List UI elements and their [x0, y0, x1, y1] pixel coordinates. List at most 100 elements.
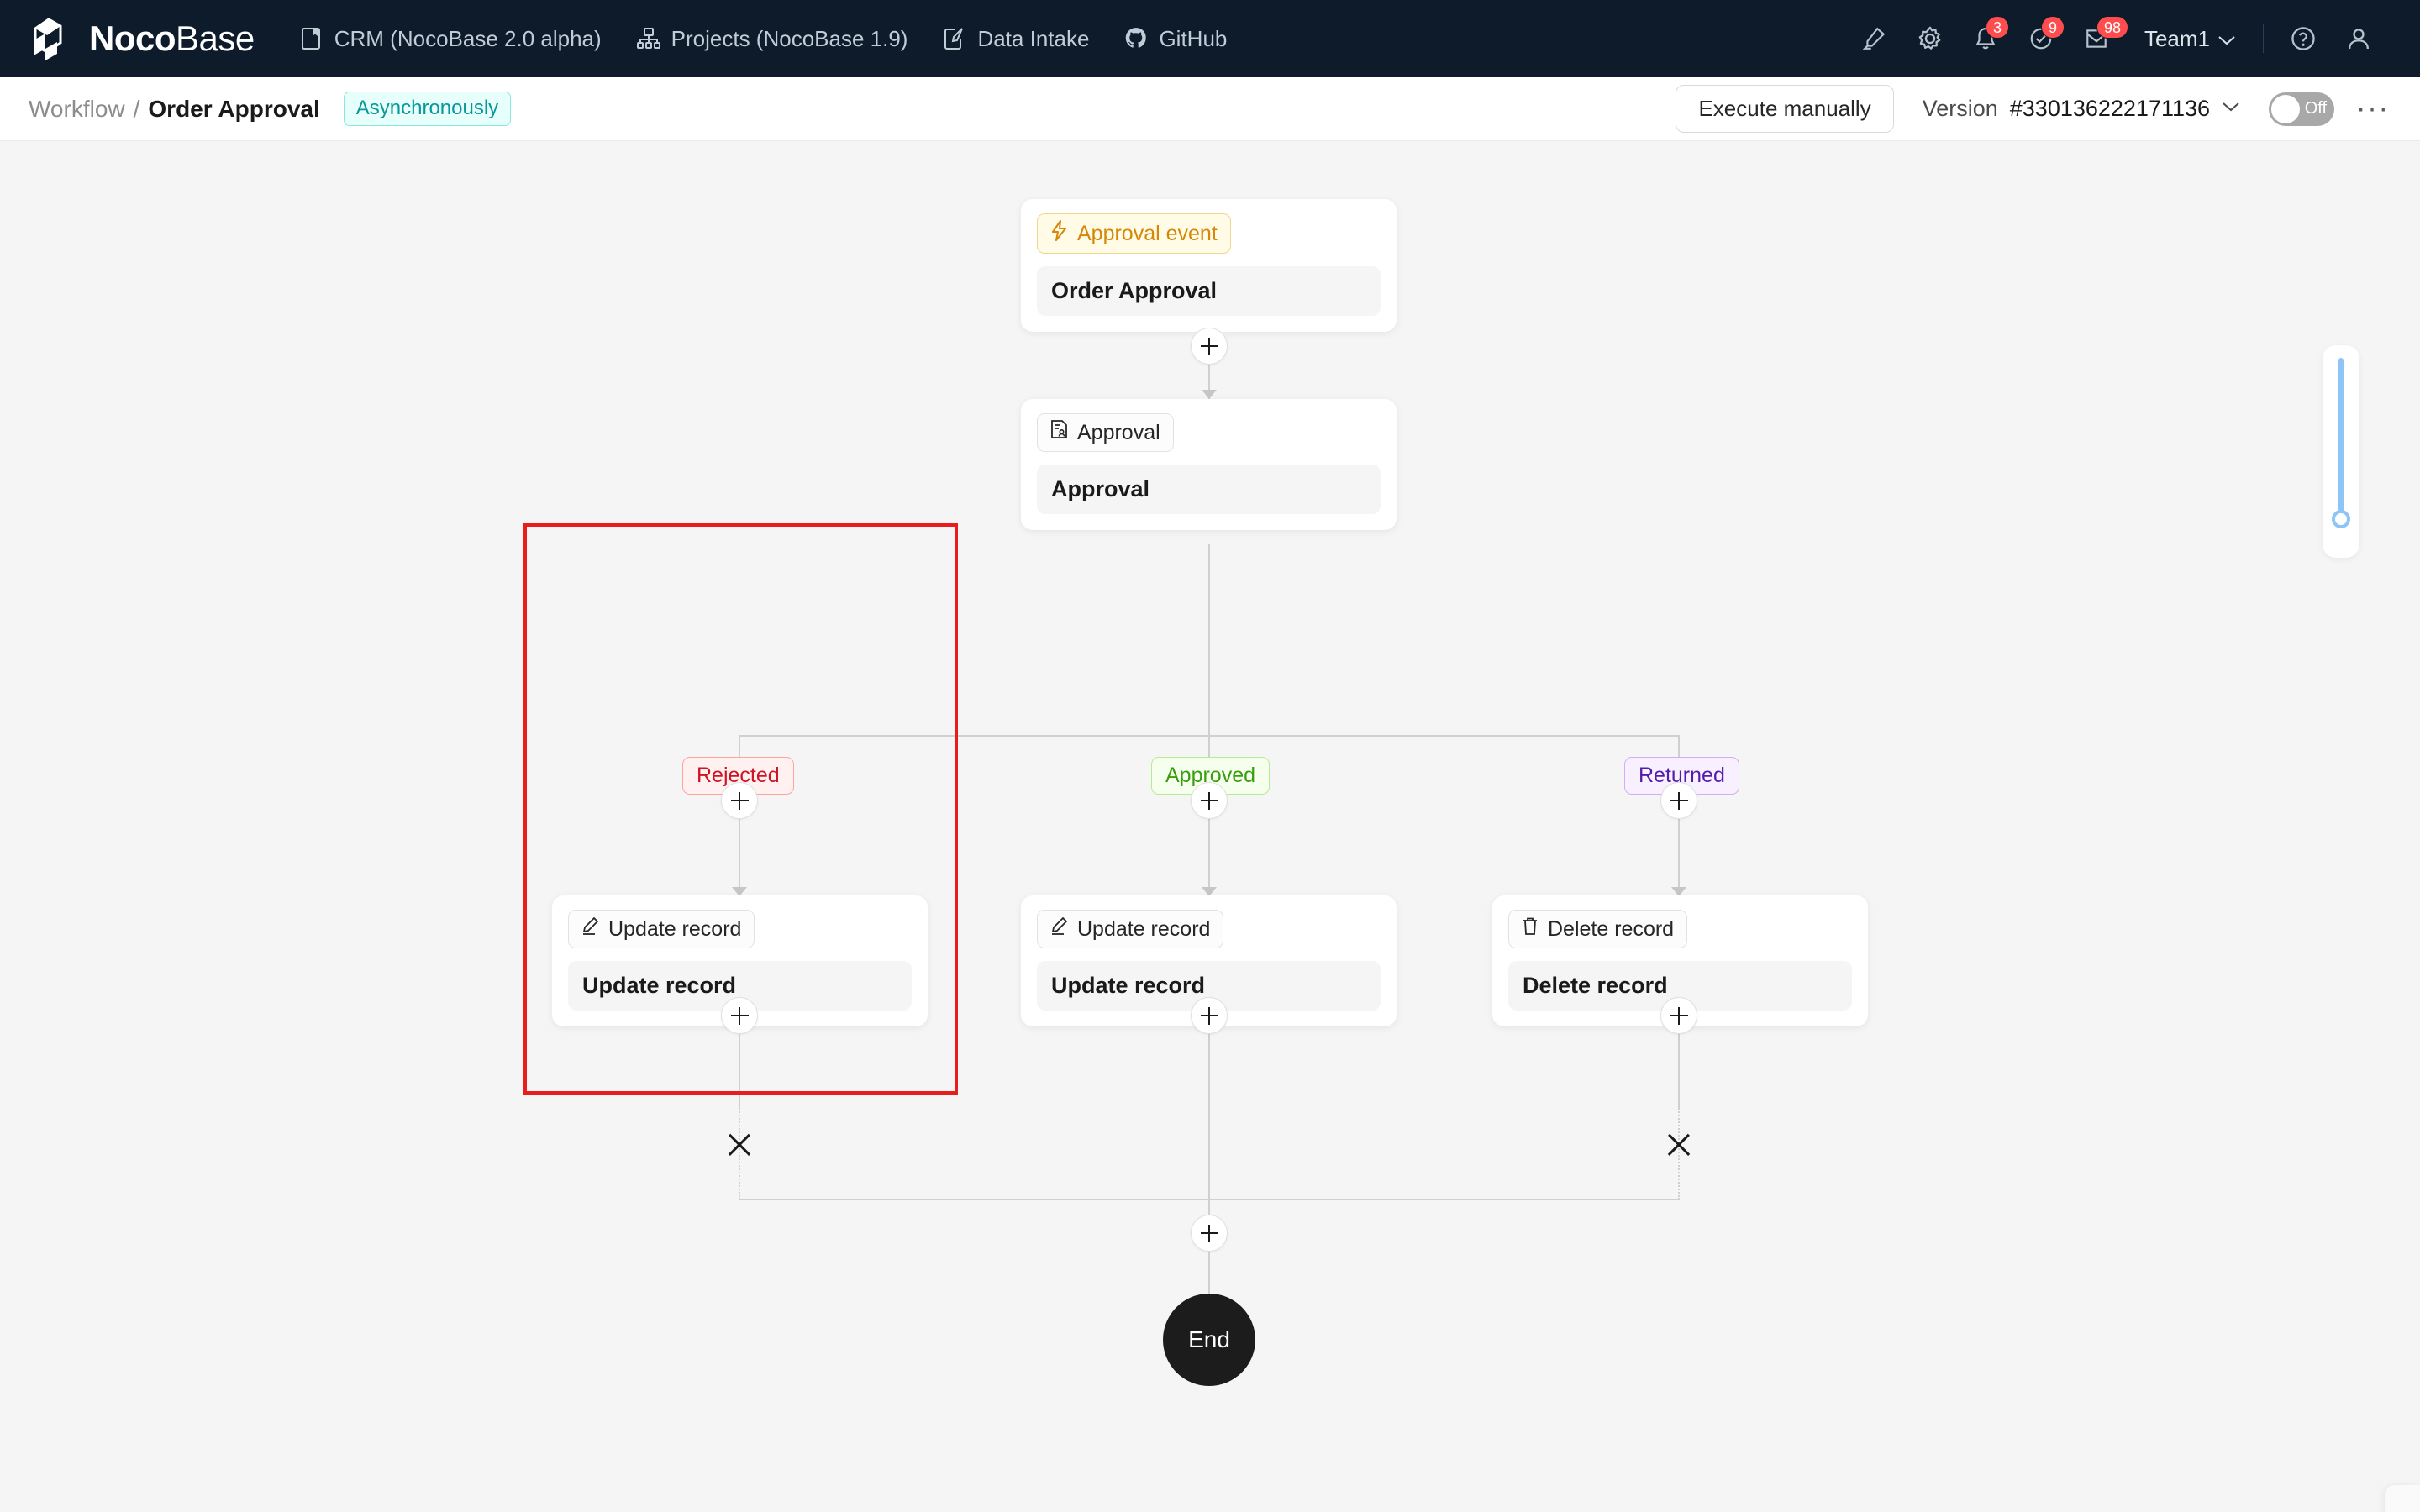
node-type-badge-trigger[interactable]: Approval event [1037, 213, 1231, 254]
pencil-icon [1050, 916, 1068, 942]
node-title-trigger[interactable]: Order Approval [1037, 266, 1381, 316]
zoom-slider-track [2338, 358, 2344, 512]
node-end[interactable]: End [1163, 1294, 1255, 1386]
connector-split-to-returned [1678, 735, 1680, 759]
nav-item-github-label: GitHub [1159, 25, 1228, 51]
zoom-slider-handle[interactable] [2332, 510, 2350, 528]
node-title-approval[interactable]: Approval [1037, 465, 1381, 514]
github-icon [1124, 27, 1148, 50]
remove-branch-button-returned[interactable] [1662, 1128, 1696, 1162]
node-type-badge-update-record-approved[interactable]: Update record [1037, 910, 1224, 948]
chevron-down-icon [2217, 26, 2236, 52]
brand-logo-area[interactable]: NocoBase [0, 17, 255, 60]
clock-check-icon[interactable]: 9 [2013, 11, 2069, 66]
add-node-button-approved-bottom[interactable] [1191, 997, 1228, 1034]
workflow-canvas[interactable]: Approval event Order Approval Approval A… [0, 141, 2420, 1512]
add-node-button-approved-top[interactable] [1191, 782, 1228, 819]
approval-doc-icon [1050, 420, 1068, 445]
connector-split-to-approved [1208, 735, 1210, 759]
status-badge-asynchronously: Asynchronously [343, 92, 512, 126]
branch-label-rejected[interactable]: Rejected [682, 757, 794, 795]
node-title-update-record-approved[interactable]: Update record [1037, 961, 1381, 1011]
brand-title: NocoBase [89, 18, 255, 59]
brand-name-light: Base [176, 18, 255, 58]
arrow-head-returned-node [1671, 887, 1686, 896]
breadcrumb-parent-link[interactable]: Workflow [29, 95, 125, 122]
page-title: Order Approval [148, 95, 320, 122]
add-node-button-rejected-bottom[interactable] [721, 997, 758, 1034]
nav-item-data-intake[interactable]: Data Intake [943, 26, 1089, 52]
connector-approved-label-to-plus [1208, 802, 1210, 913]
nav-item-projects-label: Projects (NocoBase 1.9) [671, 25, 908, 51]
trash-icon [1522, 916, 1539, 942]
sitemap-icon [636, 27, 660, 50]
connector-returned-node-to-plus [1678, 1010, 1680, 1110]
node-type-badge-update-record-rejected[interactable]: Update record [568, 910, 755, 948]
zoom-slider[interactable] [2323, 345, 2360, 558]
connector-approval-down [1208, 544, 1210, 736]
version-selector[interactable]: Version #330136222171136 [1923, 96, 2240, 122]
remove-branch-button-rejected[interactable] [723, 1128, 756, 1162]
nav-right-actions: 3 9 98 Team1 [1847, 11, 2420, 66]
version-label: Version [1922, 96, 1998, 121]
version-value: #330136222171136 [2009, 96, 2211, 121]
clock-badge: 9 [2040, 16, 2065, 39]
collapse-panel-button[interactable] [2385, 1485, 2420, 1512]
nav-item-github[interactable]: GitHub [1124, 26, 1227, 52]
node-type-label: Approval event [1077, 221, 1218, 245]
inbox-badge: 98 [2096, 16, 2128, 39]
team-selector-label: Team1 [2144, 25, 2210, 51]
arrow-head-rejected-node [732, 887, 747, 896]
toggle-knob [2271, 94, 2301, 123]
chevron-down-icon [2222, 101, 2240, 117]
node-update-record-rejected[interactable]: Update record Update record [552, 895, 928, 1026]
connector-approved-node-to-merge [1208, 1010, 1210, 1200]
add-node-button-returned-bottom[interactable] [1660, 997, 1697, 1034]
nav-item-projects[interactable]: Projects (NocoBase 1.9) [636, 25, 908, 52]
connector-rejected-node-to-plus [739, 1010, 740, 1110]
node-approval[interactable]: Approval Approval [1021, 399, 1397, 530]
node-type-label: Update record [608, 916, 742, 941]
workflow-enabled-toggle[interactable]: Off [2269, 92, 2335, 126]
question-circle-icon[interactable] [2275, 11, 2331, 66]
arrow-head-approved-node [1202, 887, 1217, 896]
bell-badge: 3 [1985, 16, 2009, 39]
node-type-badge-delete-record[interactable]: Delete record [1508, 910, 1688, 948]
nav-item-crm-label: CRM (NocoBase 2.0 alpha) [334, 25, 602, 51]
form-edit-icon [943, 27, 966, 50]
bell-icon[interactable]: 3 [1958, 11, 2013, 66]
nav-items: CRM (NocoBase 2.0 alpha) Projects (NocoB… [300, 25, 1227, 52]
highlighter-icon[interactable] [1847, 11, 1902, 66]
inbox-icon[interactable]: 98 [2069, 11, 2128, 66]
breadcrumb: Workflow / Order Approval [0, 96, 320, 123]
book-icon [300, 27, 324, 50]
nav-item-crm[interactable]: CRM (NocoBase 2.0 alpha) [300, 26, 602, 52]
nav-divider [2263, 24, 2264, 53]
node-type-badge-approval[interactable]: Approval [1037, 413, 1174, 452]
connector-returned-label-to-plus [1678, 802, 1680, 913]
gear-icon[interactable] [1902, 11, 1958, 66]
more-options-button[interactable]: ··· [2356, 92, 2390, 124]
pencil-icon [581, 916, 599, 942]
nocobase-logo-icon [32, 17, 77, 60]
connector-rejected-label-to-plus [739, 802, 740, 913]
add-node-button-rejected-top[interactable] [721, 782, 758, 819]
workflow-sub-header: Workflow / Order Approval Asynchronously… [0, 77, 2420, 141]
add-node-button-returned-top[interactable] [1660, 782, 1697, 819]
execute-manually-button[interactable]: Execute manually [1676, 85, 1894, 133]
add-node-button-before-end[interactable] [1191, 1215, 1228, 1252]
user-avatar-icon[interactable] [2331, 11, 2386, 66]
team-selector[interactable]: Team1 [2124, 26, 2251, 52]
node-trigger-approval-event[interactable]: Approval event Order Approval [1021, 199, 1397, 332]
brand-name-bold: Noco [89, 18, 176, 58]
node-type-label: Update record [1077, 916, 1211, 941]
toggle-state-label: Off [2304, 99, 2328, 118]
node-type-label: Delete record [1548, 916, 1675, 941]
nav-item-data-intake-label: Data Intake [977, 25, 1090, 51]
top-navigation-bar: NocoBase CRM (NocoBase 2.0 alpha) [0, 0, 2420, 77]
node-type-label: Approval [1077, 420, 1160, 444]
add-node-button-after-trigger[interactable] [1191, 328, 1228, 365]
connector-split-to-rejected [739, 735, 740, 759]
breadcrumb-separator: / [133, 95, 140, 122]
sub-header-actions: Execute manually Version #33013622217113… [1676, 85, 2420, 133]
